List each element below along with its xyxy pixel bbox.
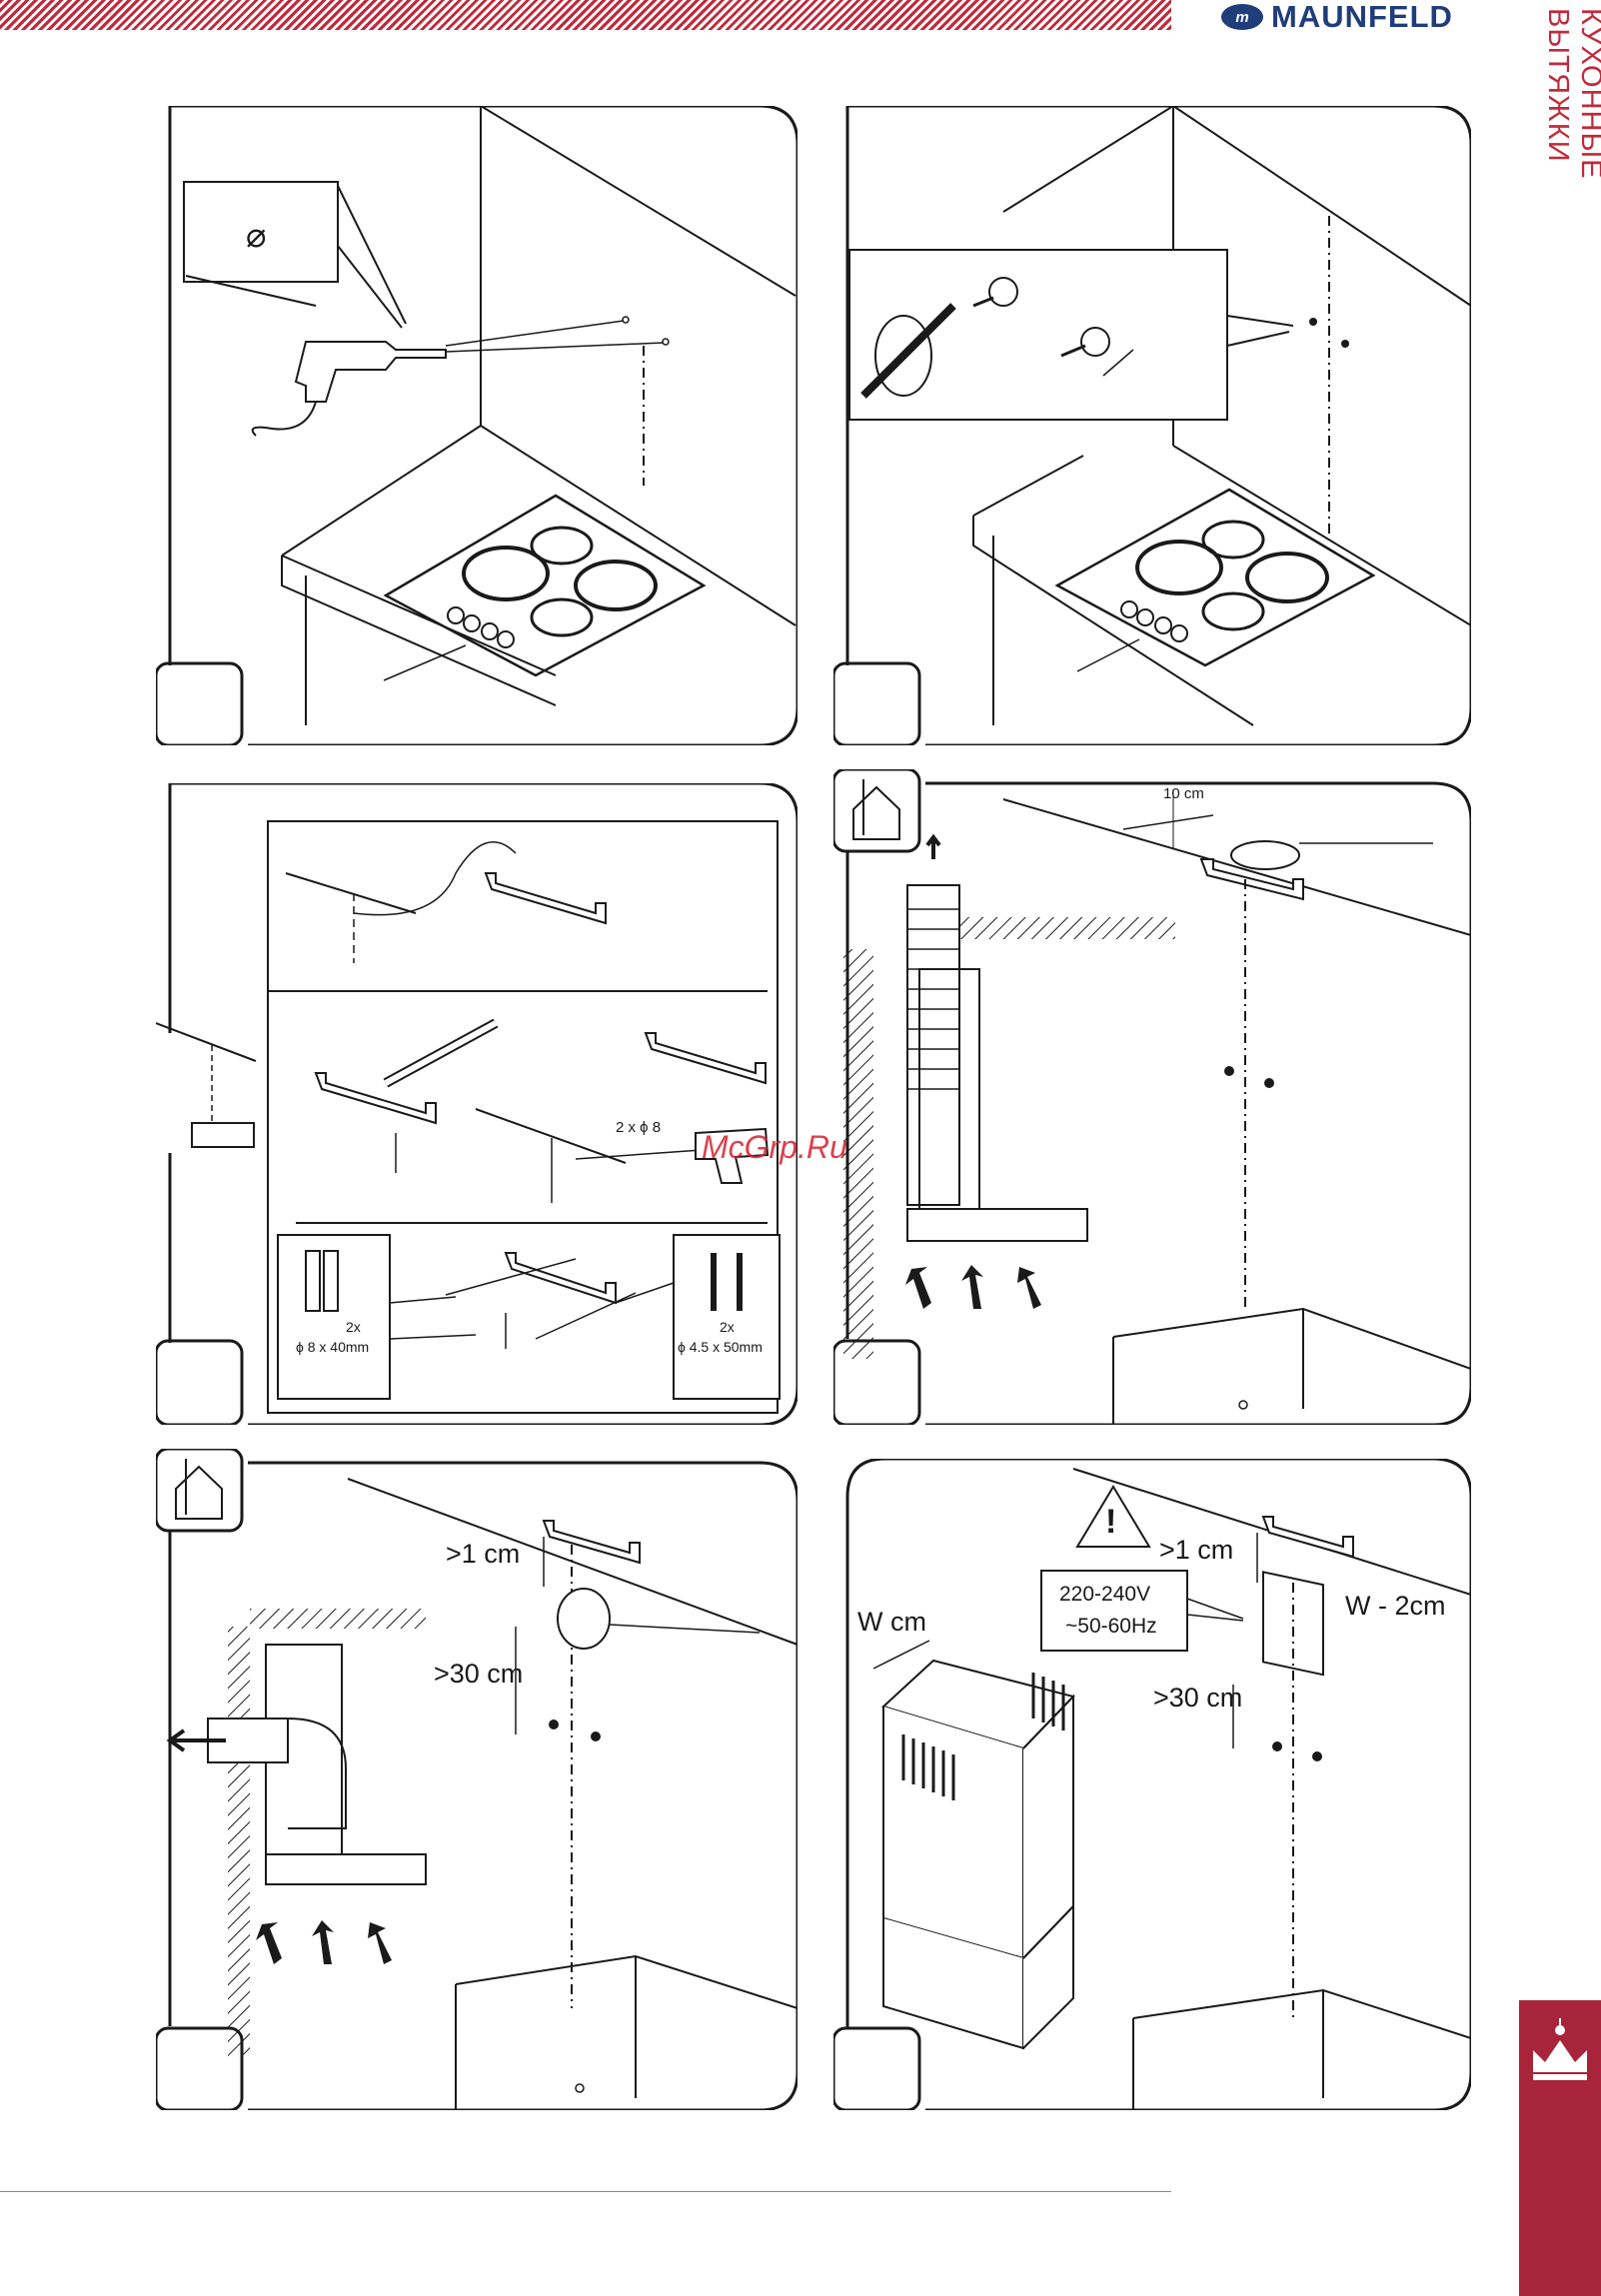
panel-4-drawing — [833, 769, 1471, 1425]
panel-step-3: 2 x ϕ 8 2x ϕ 8 x 40mm 2x ϕ 4.5 x 50mm — [156, 783, 798, 1425]
dowel-size-label: ϕ 8 x 40mm — [296, 1339, 369, 1355]
diameter-symbol: ⌀ — [246, 216, 266, 256]
width-minus-label: W - 2cm — [1345, 1591, 1446, 1622]
screw-box — [674, 1235, 780, 1399]
drill-size-label: 2 x ϕ 8 — [616, 1119, 661, 1136]
voltage-label: 220-240V — [1059, 1583, 1150, 1607]
dowel-count-label: 2x — [346, 1319, 361, 1335]
airflow-arrow-icon — [905, 1265, 1041, 1309]
maunfeld-logo-icon: m — [1221, 4, 1263, 30]
panel-6-drawing — [833, 1459, 1471, 2110]
panel-1-drawing — [156, 106, 798, 745]
gap-bottom-label: >30 cm — [434, 1659, 523, 1690]
footer-line — [0, 2191, 1171, 2192]
cooktop-icon — [384, 496, 704, 680]
step-number-box — [156, 663, 242, 745]
header-hatch-bar — [0, 0, 1171, 30]
cooktop-icon — [1057, 490, 1373, 671]
panel-step-2 — [833, 106, 1471, 745]
gap-bottom-label: >30 cm — [1153, 1683, 1242, 1714]
side-title-text: КУХОННЫЕ ВЫТЯЖКИ — [1541, 8, 1601, 318]
brand-logo: m MAUNFELD — [1221, 0, 1503, 34]
drill-icon — [253, 342, 446, 436]
panel-3-drawing — [156, 783, 798, 1425]
panel-step-5: >1 cm >30 cm — [156, 1449, 798, 2110]
crown-icon — [1519, 2000, 1601, 2100]
watermark: McGrp.Ru — [702, 1129, 847, 1166]
distance-label: 10 cm — [1163, 785, 1204, 802]
panel-step-1: ⌀ — [156, 106, 798, 745]
step-number-box — [833, 663, 919, 745]
panel-step-4: 10 cm — [833, 769, 1471, 1425]
gap-top-label: >1 cm — [446, 1539, 520, 1570]
crest-tab — [1519, 2000, 1601, 2296]
width-label: W cm — [857, 1607, 926, 1638]
panel-step-6: ! 220-240V ~50-60Hz >1 cm >30 cm W cm W … — [833, 1459, 1471, 2110]
gap-top-label: >1 cm — [1159, 1535, 1233, 1566]
step-number-box — [833, 2028, 919, 2110]
chimney-cover — [883, 1661, 1073, 2048]
callout-box — [849, 250, 1227, 420]
side-title: КУХОННЫЕ ВЫТЯЖКИ — [1541, 8, 1581, 318]
warning-symbol: ! — [1105, 1503, 1116, 1542]
brand-name: MAUNFELD — [1271, 0, 1453, 35]
airflow-arrow-icon — [256, 1920, 392, 1964]
frequency-label: ~50-60Hz — [1065, 1615, 1157, 1639]
panel-2-drawing — [833, 106, 1471, 745]
step-number-box — [156, 1341, 242, 1425]
screw-count-label: 2x — [720, 1319, 735, 1335]
screw-size-label: ϕ 4.5 x 50mm — [678, 1339, 763, 1355]
